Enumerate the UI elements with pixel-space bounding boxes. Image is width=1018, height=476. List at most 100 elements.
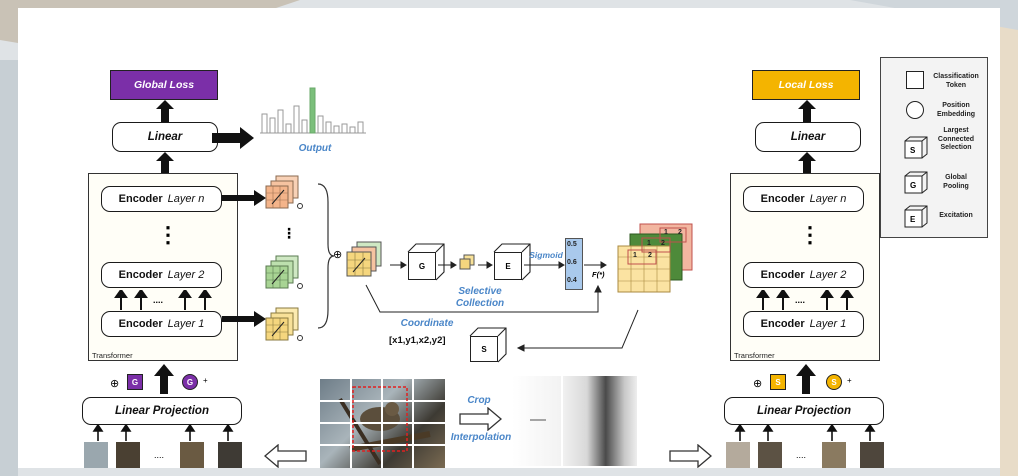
left-plus-symbol: ⊕ (110, 378, 120, 390)
output-bar-highlight (309, 87, 316, 134)
image-patch (758, 442, 782, 468)
feature-brace (317, 183, 335, 329)
encoder-to-feature-arrows (222, 190, 266, 327)
largest-connected-selection-block: S (470, 336, 498, 362)
right-position-letter: S (831, 377, 837, 387)
left-linear-label: Linear (147, 131, 183, 143)
legend-global-text: Global Pooling (928, 174, 984, 191)
legend-g-cube-icon: G (904, 171, 928, 194)
left-linear-projection: Linear Projection (82, 397, 242, 425)
svg-text:G: G (910, 181, 916, 190)
left-linear-to-loss-arrow (156, 100, 174, 122)
sigmoid-value-1: 0.5 (567, 241, 577, 248)
sigmoid-values-column (565, 238, 583, 290)
left-patch-arrows (92, 425, 234, 441)
right-image-patches (726, 442, 884, 468)
excitation-block: E (494, 252, 522, 280)
right-transformer-label: Transformer (734, 351, 775, 360)
output-bar (293, 105, 300, 134)
left-linear-box: Linear (112, 122, 218, 152)
right-plus-symbol: ⊕ (753, 378, 763, 390)
legend-line: Token (945, 81, 967, 89)
left-encoder-to-linear-arrow (156, 152, 174, 174)
right-projection-to-encoder-arrow (796, 364, 816, 394)
encoder-word: Encoder (118, 193, 163, 205)
legend-line: Selection (940, 144, 972, 151)
output-label: Output (298, 143, 332, 154)
crop-region-box (352, 386, 408, 452)
output-bars-icon (260, 87, 366, 134)
left-patch-dots: .... (154, 450, 165, 460)
right-token-letter: S (775, 377, 781, 387)
coordinates-text: [x1,y1,x2,y2] (389, 335, 446, 346)
legend-line: Embedding (936, 110, 976, 118)
linear-to-output-arrow (212, 127, 254, 149)
feature-vertical-dots: ⋮ (282, 226, 296, 242)
grid-number: 2 (648, 252, 652, 259)
feature-stack-layer-1 (265, 307, 303, 341)
left-token-letter: G (131, 377, 139, 387)
svg-text:E: E (910, 215, 916, 224)
layer-label: Layer 2 (809, 269, 847, 281)
legend-line: Pooling (943, 182, 969, 190)
grid-number: 1 (633, 252, 637, 259)
left-projection-to-encoder-arrow (154, 364, 174, 394)
global-loss-box: Global Loss (110, 70, 218, 100)
sigmoid-label: Sigmoid (529, 250, 563, 260)
pooled-feature-cube (459, 254, 475, 270)
right-encoder-to-linear-arrow (798, 152, 816, 174)
g-block-depth (407, 243, 445, 281)
encoder-word: Encoder (760, 318, 805, 330)
middle-flow-arrows (365, 261, 639, 352)
e-block-depth (493, 243, 531, 281)
right-hollow-arrow (669, 444, 712, 468)
s-block-depth (469, 327, 507, 363)
right-patch-dots: .... (796, 450, 807, 460)
interpolation-label: Interpolation (450, 432, 512, 443)
right-encoder-layer-n: Encoder Layer n (743, 186, 864, 212)
crop-label: Crop (467, 395, 491, 406)
s-block-label: S (481, 344, 487, 354)
left-vertical-dots: ⋮ (157, 222, 179, 247)
local-loss-label: Local Loss (778, 79, 834, 91)
right-inter-layer-arrows (756, 290, 854, 310)
bird-silhouette (338, 397, 431, 466)
layer-label: Layer n (809, 193, 847, 205)
encoder-word: Encoder (760, 269, 805, 281)
right-patch-arrows (734, 425, 876, 441)
cropped-image (512, 376, 637, 466)
output-bar (269, 117, 276, 134)
output-bar (317, 115, 324, 134)
output-bar (341, 123, 348, 134)
right-position-embedding: S (826, 374, 842, 390)
right-linear-to-loss-arrow (798, 100, 816, 122)
grid-number: 1 (647, 240, 651, 247)
sigmoid-value-2: 0.6 (567, 259, 577, 266)
left-arrow-dots: .... (153, 295, 164, 305)
legend-line: Classification (933, 73, 979, 80)
image-patch (218, 442, 242, 468)
legend-panel (880, 57, 988, 238)
output-bar (261, 113, 268, 134)
left-image-patches (84, 442, 242, 468)
feature-stack-layer-2 (265, 255, 303, 289)
output-bar (301, 119, 308, 134)
layer-label: Layer 2 (167, 269, 205, 281)
encoder-word: Encoder (118, 318, 163, 330)
left-small-plus: + (203, 376, 208, 385)
right-arrow-dots: .... (795, 295, 806, 305)
encoder-word: Encoder (760, 193, 805, 205)
left-inter-layer-arrows (114, 290, 212, 310)
image-patch (180, 442, 204, 468)
legend-line: Connected (937, 135, 975, 143)
fused-feature-cube (346, 241, 382, 277)
feature-map-stacks: ⋮ (265, 175, 303, 341)
feature-stack-layer-n (265, 175, 303, 209)
weighted-feature-grids (617, 223, 693, 293)
output-bar (333, 125, 340, 134)
left-position-letter: G (186, 377, 194, 387)
g-block-label: G (418, 261, 426, 271)
legend-s-cube-icon: S (904, 136, 928, 159)
